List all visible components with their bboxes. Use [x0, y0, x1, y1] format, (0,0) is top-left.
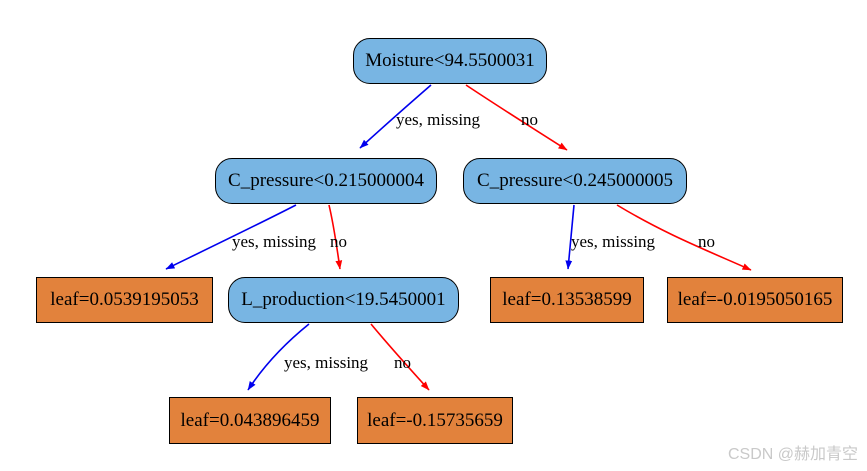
edge-label-no-1: no — [521, 110, 538, 129]
leaf-node-2: leaf=0.13538599 — [490, 277, 644, 323]
split-node-c-pressure-left: C_pressure<0.215000004 — [215, 158, 437, 204]
leaf-node-5: leaf=-0.15735659 — [357, 397, 513, 444]
edge-label-no-3: no — [698, 232, 715, 251]
edge-label-no-4: no — [394, 353, 411, 372]
split-node-l-production: L_production<19.5450001 — [228, 277, 459, 323]
edge-label-yes-missing-3: yes, missing — [571, 232, 656, 251]
split-node-c-pressure-right: C_pressure<0.245000005 — [463, 158, 687, 204]
edge-label-yes-missing-2: yes, missing — [232, 232, 317, 251]
split-node-moisture: Moisture<94.5500031 — [353, 38, 547, 84]
edge-label-yes-missing-4: yes, missing — [284, 353, 369, 372]
edge-label-no-2: no — [330, 232, 347, 251]
leaf-node-1: leaf=0.0539195053 — [36, 277, 213, 323]
leaf-node-3: leaf=-0.0195050165 — [667, 277, 843, 323]
leaf-node-4: leaf=0.043896459 — [169, 397, 331, 444]
csdn-watermark: CSDN @赫加青空 — [727, 446, 858, 463]
edge-root-to-n2-no — [465, 84, 568, 151]
edge-label-yes-missing-1: yes, missing — [396, 110, 481, 129]
